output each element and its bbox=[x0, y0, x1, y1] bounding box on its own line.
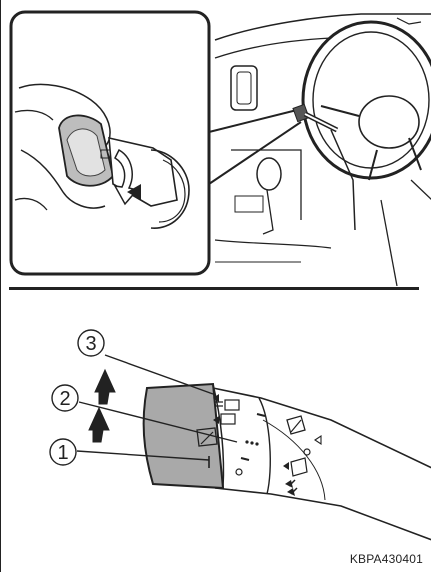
lever-closeup-inset bbox=[11, 12, 209, 274]
callout-2-label: 2 bbox=[59, 388, 70, 410]
figure-code: KBPA430401 bbox=[350, 552, 423, 566]
front-wiper-icon-2 bbox=[287, 416, 305, 434]
dashboard-illustration bbox=[215, 14, 431, 286]
callout-1-label: 1 bbox=[57, 442, 68, 464]
callout-2: 2 bbox=[52, 385, 78, 411]
washer-icon-2 bbox=[283, 458, 307, 476]
callout-3: 3 bbox=[78, 330, 104, 356]
position-marks bbox=[236, 414, 321, 496]
washer-icon bbox=[213, 394, 239, 424]
steering-wheel-illustration bbox=[303, 18, 431, 180]
callout-1: 1 bbox=[50, 439, 76, 465]
lever-body bbox=[213, 388, 431, 540]
section-divider bbox=[9, 287, 419, 290]
cabin-overview-illustration bbox=[1, 0, 431, 286]
lever-knob bbox=[144, 384, 239, 488]
callout-3-label: 3 bbox=[85, 333, 96, 355]
wiper-lever-diagram: 3 2 1 bbox=[1, 300, 431, 550]
